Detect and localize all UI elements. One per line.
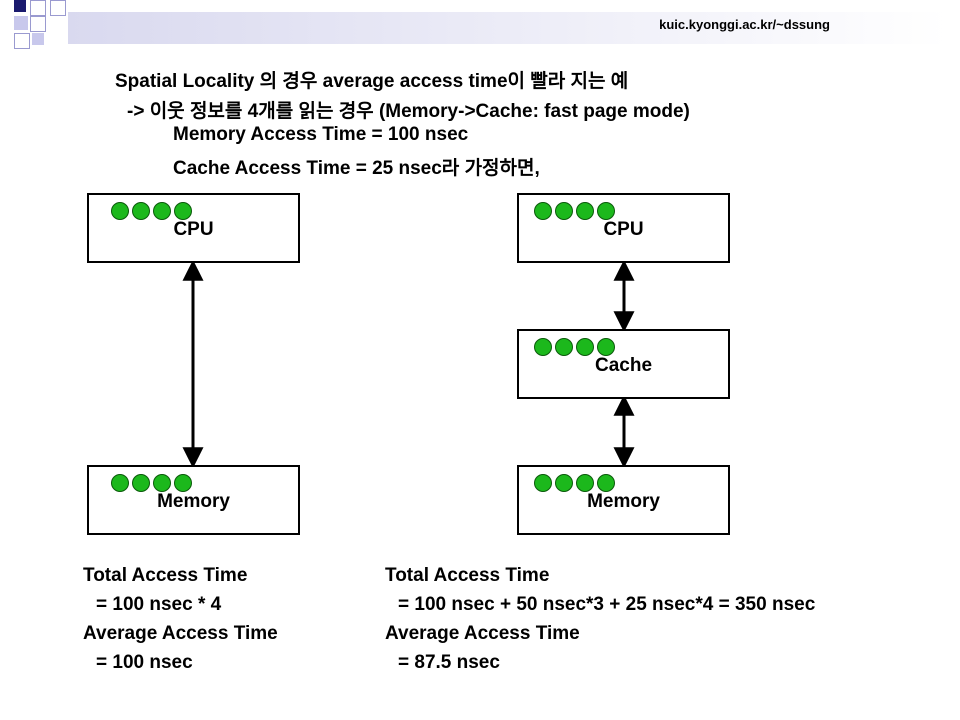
data-dot	[555, 338, 573, 356]
data-dot	[132, 202, 150, 220]
intro-line-4: Cache Access Time = 25 nsec라 가정하면,	[173, 158, 540, 179]
data-dot	[555, 202, 573, 220]
left-memory-dots	[111, 474, 192, 492]
right-cache-dots	[534, 338, 615, 356]
right-memory-dots	[534, 474, 615, 492]
right-cpu-box: CPU	[517, 193, 730, 263]
right-avg-value: = 87.5 nsec	[398, 652, 500, 673]
data-dot	[153, 202, 171, 220]
right-cpu-label: CPU	[603, 219, 644, 240]
left-total-label: Total Access Time	[83, 565, 248, 586]
data-dot	[534, 474, 552, 492]
data-dot	[111, 474, 129, 492]
header-url: kuic.kyonggi.ac.kr/~dssung	[659, 17, 830, 32]
left-memory-box: Memory	[87, 465, 300, 535]
data-dot	[132, 474, 150, 492]
data-dot	[576, 474, 594, 492]
left-total-value: = 100 nsec * 4	[96, 594, 222, 615]
data-dot	[153, 474, 171, 492]
data-dot	[597, 474, 615, 492]
right-memory-box: Memory	[517, 465, 730, 535]
data-dot	[111, 202, 129, 220]
right-total-value: = 100 nsec + 50 nsec*3 + 25 nsec*4 = 350…	[398, 594, 816, 615]
intro-line-3: Memory Access Time = 100 nsec	[173, 124, 469, 145]
data-dot	[576, 202, 594, 220]
right-cache-box: Cache	[517, 329, 730, 399]
data-dot	[555, 474, 573, 492]
data-dot	[534, 202, 552, 220]
data-dot	[576, 338, 594, 356]
left-cpu-dots	[111, 202, 192, 220]
intro-line-1: Spatial Locality 의 경우 average access tim…	[115, 71, 629, 92]
right-total-label: Total Access Time	[385, 565, 550, 586]
left-memory-label: Memory	[157, 491, 230, 512]
intro-line-2: -> 이웃 정보를 4개를 읽는 경우 (Memory->Cache: fast…	[127, 101, 690, 122]
data-dot	[174, 474, 192, 492]
data-dot	[534, 338, 552, 356]
data-dot	[597, 202, 615, 220]
left-cpu-label: CPU	[173, 219, 214, 240]
left-cpu-box: CPU	[87, 193, 300, 263]
right-avg-label: Average Access Time	[385, 623, 580, 644]
right-cpu-dots	[534, 202, 615, 220]
left-avg-value: = 100 nsec	[96, 652, 193, 673]
left-avg-label: Average Access Time	[83, 623, 278, 644]
data-dot	[174, 202, 192, 220]
right-memory-label: Memory	[587, 491, 660, 512]
right-cache-label: Cache	[594, 355, 653, 376]
data-dot	[597, 338, 615, 356]
